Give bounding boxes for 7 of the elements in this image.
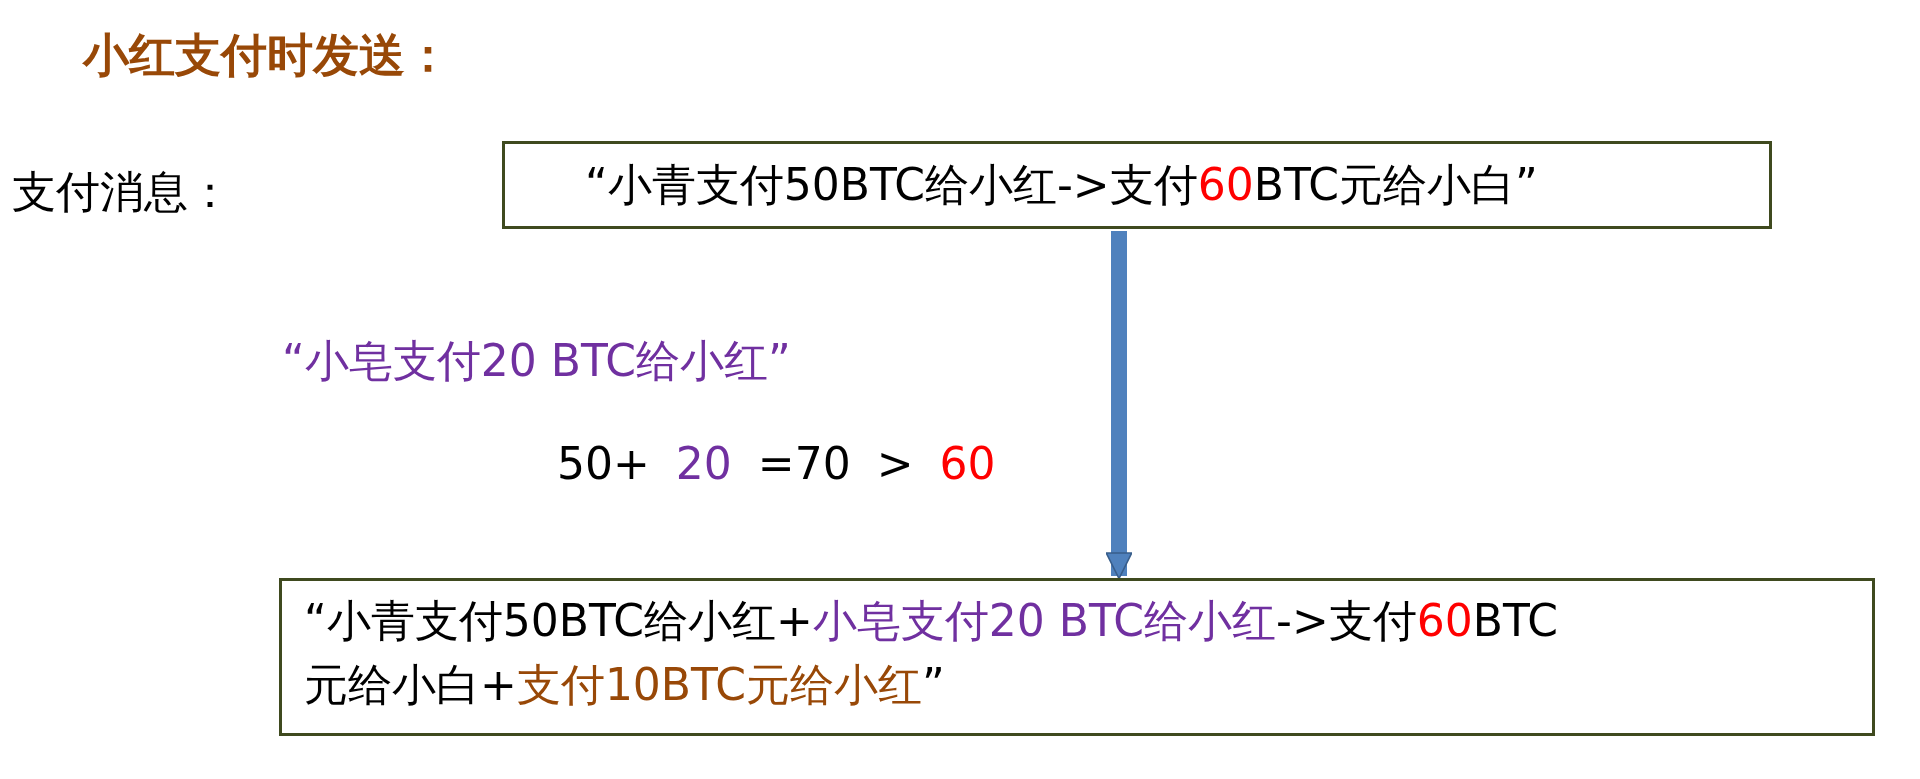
label: 支付消息：	[12, 166, 232, 219]
title: 小红支付时发送：	[83, 28, 451, 84]
message-box: “小青支付50BTC给小红+小皂支付20 BTC给小红->支付60BTC元给小白+支付10BTC元给小红”	[279, 578, 1875, 736]
arrow	[1105, 231, 1133, 580]
message-box: “小青支付50BTC给小红->支付60BTC元给小白”	[502, 141, 1772, 229]
quote-text: “小皂支付20 BTC给小红”	[282, 335, 791, 388]
equation-text: 50+ 20 =70 > 60	[557, 438, 996, 491]
